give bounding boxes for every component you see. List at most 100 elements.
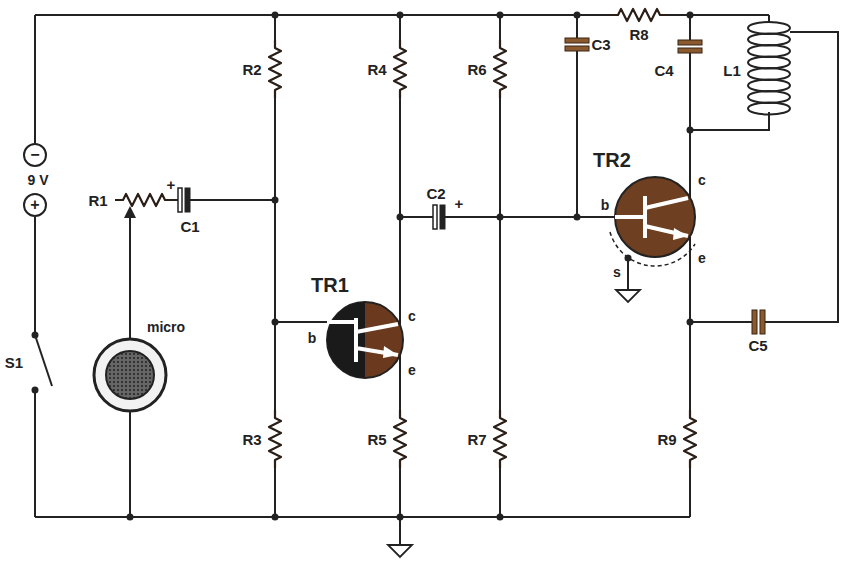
part-name: C2 xyxy=(426,186,445,201)
part-name: R4 xyxy=(367,62,386,77)
battery-terminal xyxy=(24,194,46,216)
voltage-label: 9 V xyxy=(27,173,48,187)
junction-dot xyxy=(574,214,581,221)
wiper-arrow xyxy=(124,206,136,218)
capacitor-symbol xyxy=(565,38,589,51)
junction-dot xyxy=(272,319,279,326)
coil-winding xyxy=(748,68,790,80)
battery-wire xyxy=(34,15,36,517)
pin-name: b xyxy=(601,198,610,212)
pin-name: s xyxy=(613,265,621,279)
ground-symbol xyxy=(616,290,640,302)
part-name: R7 xyxy=(467,432,486,447)
capacitors xyxy=(178,38,765,334)
coil-winding xyxy=(748,22,790,34)
junction-dot xyxy=(574,12,581,19)
capacitor-symbol xyxy=(752,310,765,334)
part-name: C4 xyxy=(654,63,673,78)
junction-dot xyxy=(687,127,694,134)
resistor-symbol xyxy=(394,410,406,468)
transistor-case xyxy=(327,302,365,378)
switch-blade xyxy=(35,335,52,386)
junction-dot xyxy=(272,514,279,521)
resistor-symbol xyxy=(269,40,281,98)
pin-name: c xyxy=(408,309,416,323)
junction-dot xyxy=(272,197,279,204)
coil-lead xyxy=(768,15,770,22)
coil-winding xyxy=(748,34,790,46)
coil-winding xyxy=(748,45,790,57)
switch-contact xyxy=(32,387,39,394)
junction-dot xyxy=(687,319,694,326)
junction-dot xyxy=(397,12,404,19)
junction-dot xyxy=(497,12,504,19)
ground-symbol xyxy=(388,545,412,557)
junction-dot xyxy=(127,514,134,521)
part-name: C5 xyxy=(748,338,767,353)
battery-terminal xyxy=(24,144,46,166)
junction-dot xyxy=(687,12,694,19)
microphone-body xyxy=(94,339,166,411)
microphone-grille xyxy=(106,351,154,399)
coil-winding xyxy=(748,57,790,69)
part-name: S1 xyxy=(5,355,23,370)
transistor-case xyxy=(615,177,695,257)
resistor-symbol xyxy=(684,410,696,468)
transistor-tr1 xyxy=(327,302,403,378)
coil-winding xyxy=(748,80,790,92)
part-name: L1 xyxy=(723,63,741,78)
resistor-symbol xyxy=(115,194,173,206)
part-name: R6 xyxy=(467,62,486,77)
junctions xyxy=(32,12,694,521)
junction-dot xyxy=(497,214,504,221)
capacitor-symbol xyxy=(178,188,190,212)
transistor-case xyxy=(327,302,403,378)
part-name: R9 xyxy=(657,432,676,447)
pin-name: e xyxy=(698,251,706,265)
emitter-arrow xyxy=(383,346,398,358)
microphone xyxy=(94,339,166,411)
emitter-wire xyxy=(690,237,752,517)
part-name: R3 xyxy=(242,432,261,447)
part-name: C1 xyxy=(180,219,199,234)
coil-winding xyxy=(748,91,790,103)
emitter-arrow xyxy=(673,228,688,240)
capacitor-symbol xyxy=(678,40,702,53)
coil-symbol xyxy=(748,15,790,115)
transistor-tr2 xyxy=(610,177,695,266)
wiring xyxy=(35,15,838,545)
transistor-symbol xyxy=(327,318,398,362)
part-name: TR2 xyxy=(593,150,631,170)
part-name: R2 xyxy=(242,62,261,77)
part-name: R1 xyxy=(88,193,107,208)
part-name: R5 xyxy=(367,432,386,447)
terminal-sign: − xyxy=(30,147,39,163)
shield-pin xyxy=(625,255,632,262)
resistor-symbol xyxy=(494,40,506,98)
junction-dot xyxy=(272,12,279,19)
resistor-symbol xyxy=(494,410,506,468)
coil-winding xyxy=(748,103,790,115)
pin-name: e xyxy=(408,363,416,377)
polarity-sign: + xyxy=(167,177,176,192)
r2-r3-wire xyxy=(275,15,327,517)
pin-name: c xyxy=(698,173,706,187)
resistor-symbol xyxy=(610,9,668,21)
terminal-sign: + xyxy=(30,197,39,213)
part-name: C3 xyxy=(591,37,610,52)
shield-outline xyxy=(610,232,695,266)
resistor-symbol xyxy=(269,410,281,468)
switch-contact xyxy=(32,332,39,339)
part-name: micro xyxy=(147,320,185,334)
capacitor-symbol xyxy=(433,205,445,229)
pin-name: b xyxy=(308,331,317,345)
junction-dot xyxy=(397,214,404,221)
part-name: TR1 xyxy=(311,275,349,295)
c3-wire xyxy=(576,15,578,217)
junction-dot xyxy=(497,514,504,521)
resistor-symbol xyxy=(394,40,406,98)
coil-wire xyxy=(690,32,838,322)
